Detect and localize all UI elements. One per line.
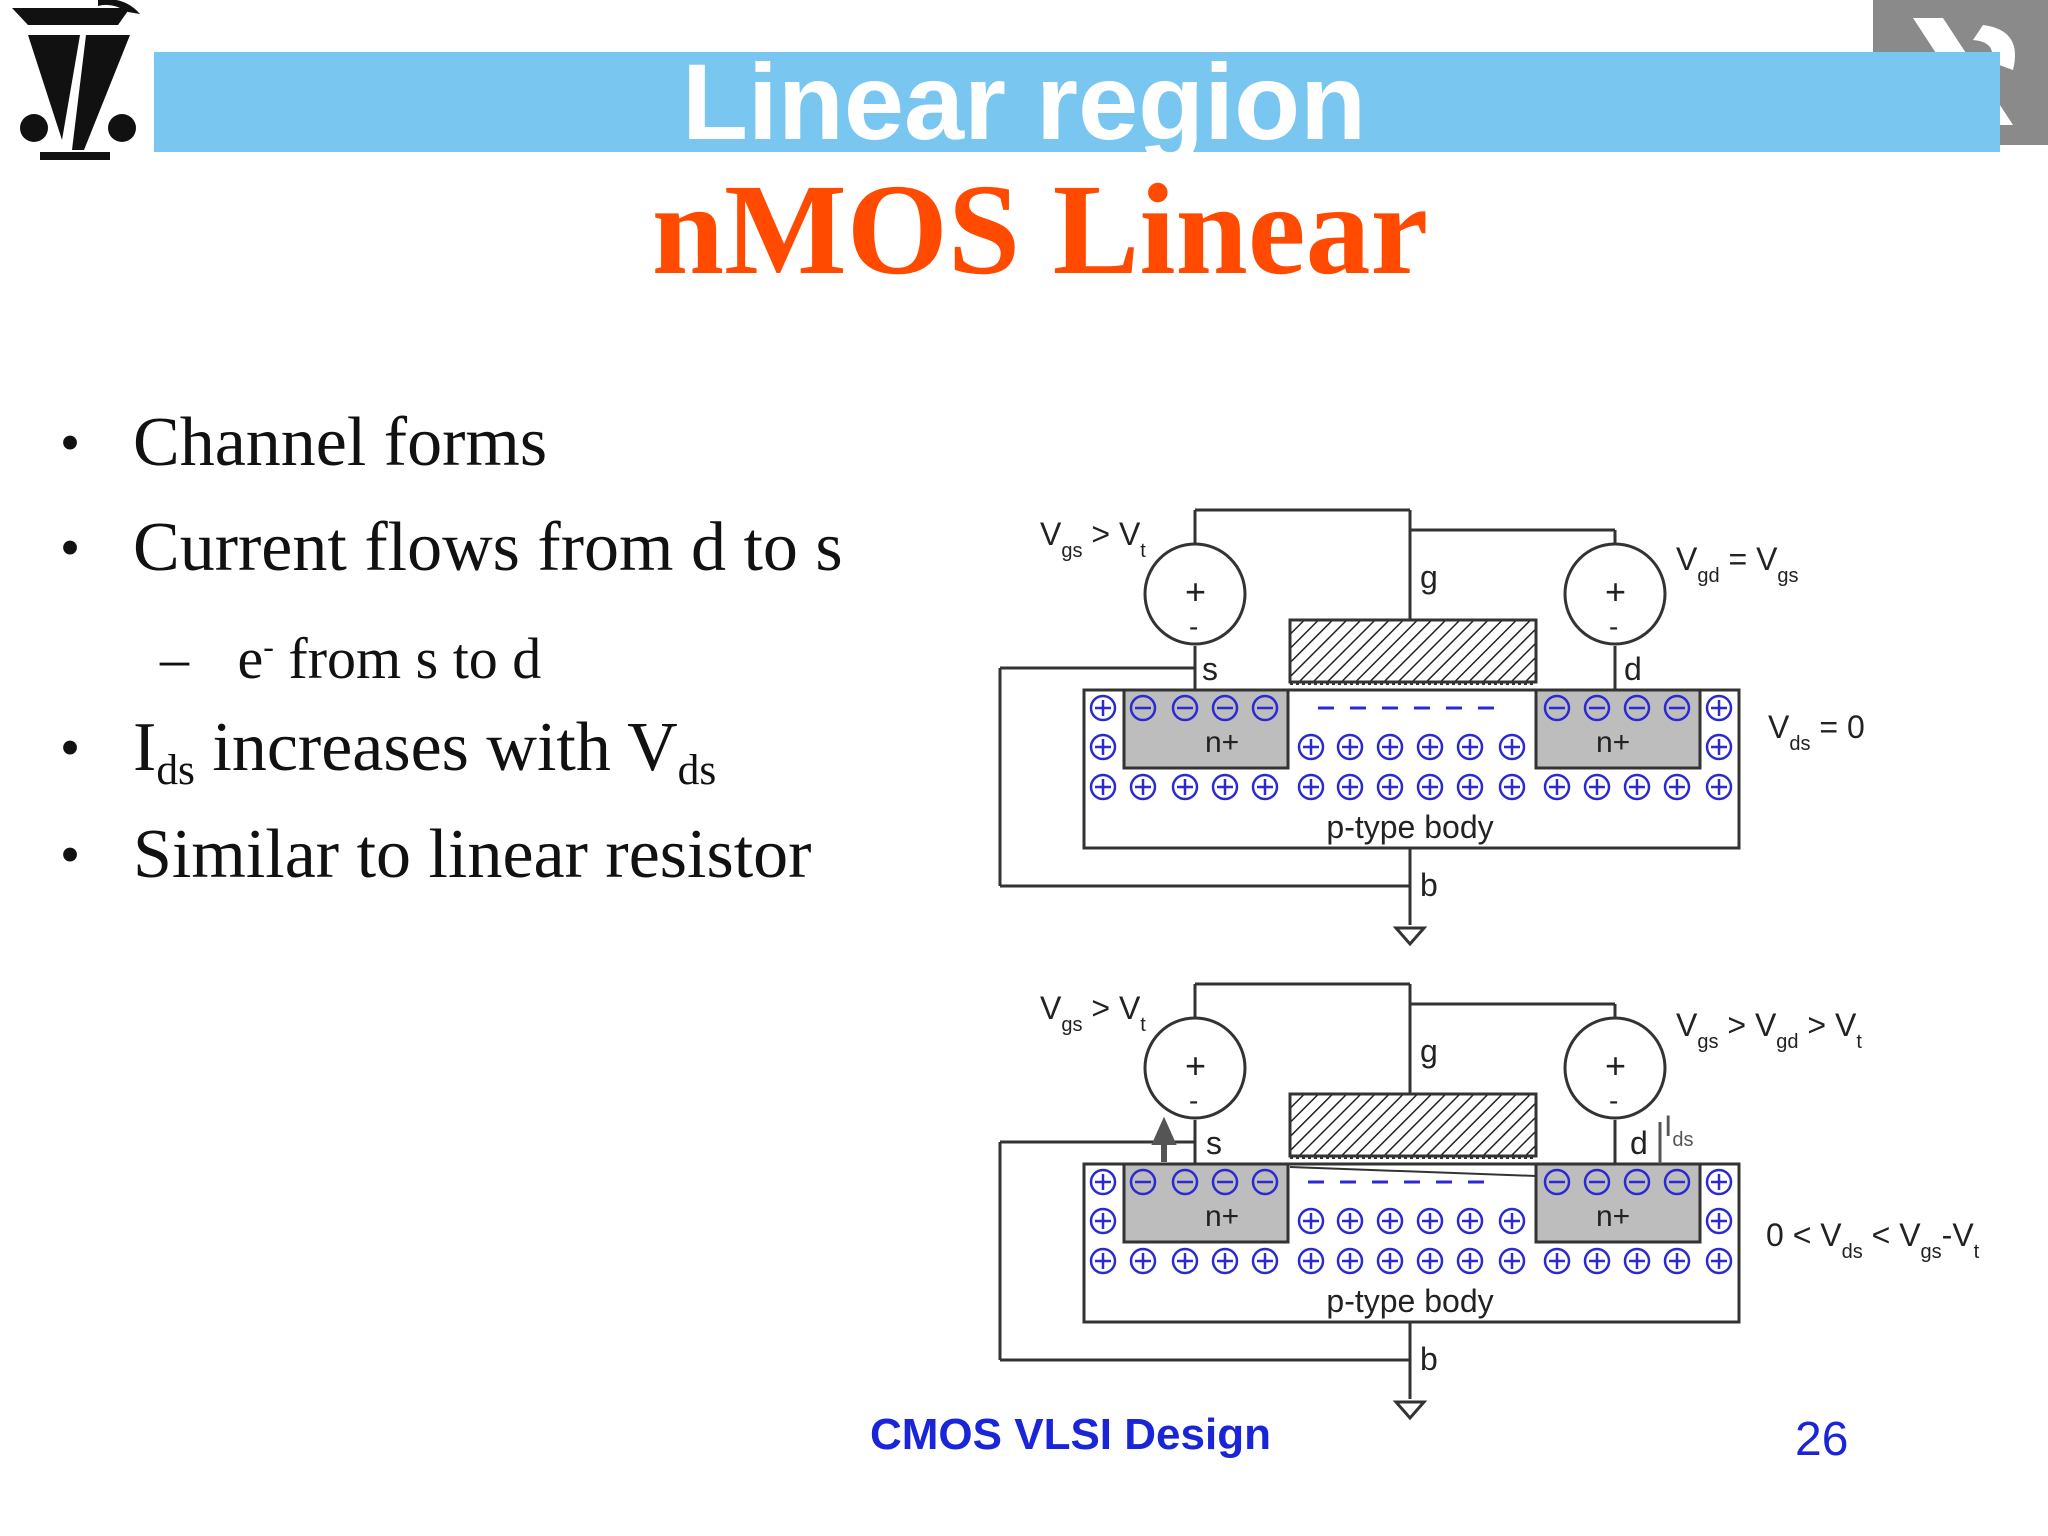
slide-subtitle: nMOS Linear bbox=[651, 158, 1429, 302]
source-minus: - bbox=[1189, 611, 1198, 642]
drain-plus: + bbox=[1605, 571, 1626, 612]
source-label: s bbox=[1202, 651, 1218, 687]
nplus-drain-label: n+ bbox=[1596, 1200, 1630, 1233]
vgd-label: Vgd = Vgs bbox=[1676, 541, 1799, 587]
nplus-source-label: n+ bbox=[1205, 726, 1239, 759]
nplus-drain-label: n+ bbox=[1596, 726, 1630, 759]
charges-bottom bbox=[1089, 1166, 1733, 1275]
body-label: p-type body bbox=[1326, 1283, 1493, 1319]
bullet-marker: • bbox=[59, 410, 81, 475]
source-minus: - bbox=[1189, 1085, 1198, 1116]
ids-label: Ids bbox=[1664, 1110, 1693, 1151]
vgs-label: Vgs > Vt bbox=[1040, 516, 1146, 562]
technion-logo bbox=[0, 0, 155, 185]
charges-top bbox=[1089, 694, 1733, 801]
vds-label: Vds = 0 bbox=[1768, 709, 1865, 755]
source-plus: + bbox=[1185, 1045, 1206, 1086]
source-plus: + bbox=[1185, 571, 1206, 612]
slide-title: Linear region bbox=[681, 41, 1367, 162]
diagram-top: n+ n+ p-type body g s d b + - + - Vgs > … bbox=[998, 508, 1865, 946]
sub-bullet-marker: – bbox=[160, 625, 189, 691]
bullet-marker: • bbox=[59, 822, 81, 887]
drain-label: d bbox=[1630, 1125, 1648, 1161]
nplus-source-label: n+ bbox=[1205, 1200, 1239, 1233]
body-label: p-type body bbox=[1326, 809, 1493, 845]
source-label: s bbox=[1206, 1125, 1222, 1161]
gate-label: g bbox=[1420, 559, 1438, 595]
bullet-marker: • bbox=[59, 515, 81, 580]
title-band bbox=[154, 52, 2000, 152]
drain-label: d bbox=[1624, 651, 1642, 687]
drain-plus: + bbox=[1605, 1045, 1626, 1086]
diagram-bottom: n+ n+ p-type body g s d Ids b + - + - Vg… bbox=[998, 982, 1980, 1420]
bullet-text: Similar to linear resistor bbox=[133, 816, 812, 893]
drain-minus: - bbox=[1609, 611, 1618, 642]
drain-minus: - bbox=[1609, 1085, 1618, 1116]
bullet-marker: • bbox=[59, 715, 81, 780]
vgs-label: Vgs > Vt bbox=[1040, 990, 1146, 1036]
bullet-text: Channel forms bbox=[133, 404, 548, 481]
body-terminal-label: b bbox=[1420, 867, 1438, 903]
page-number: 26 bbox=[1795, 1413, 1849, 1466]
footer-course-title: CMOS VLSI Design bbox=[870, 1410, 1271, 1459]
sub-bullet-item: – e- from s to d bbox=[160, 612, 541, 694]
bullet-text: Current flows from d to s bbox=[133, 509, 843, 586]
current-arrow-icon bbox=[1151, 1116, 1177, 1162]
vds-condition-label: 0 < Vds < Vgs-Vt bbox=[1766, 1217, 1980, 1263]
sub-bullet-text: e- from s to d bbox=[237, 625, 542, 691]
body-terminal-label: b bbox=[1420, 1341, 1438, 1377]
bullet-text: Ids increases with Vds bbox=[133, 709, 717, 794]
vgs-vgd-label: Vgs > Vgd > Vt bbox=[1676, 1007, 1862, 1053]
gate-label: g bbox=[1420, 1033, 1438, 1069]
